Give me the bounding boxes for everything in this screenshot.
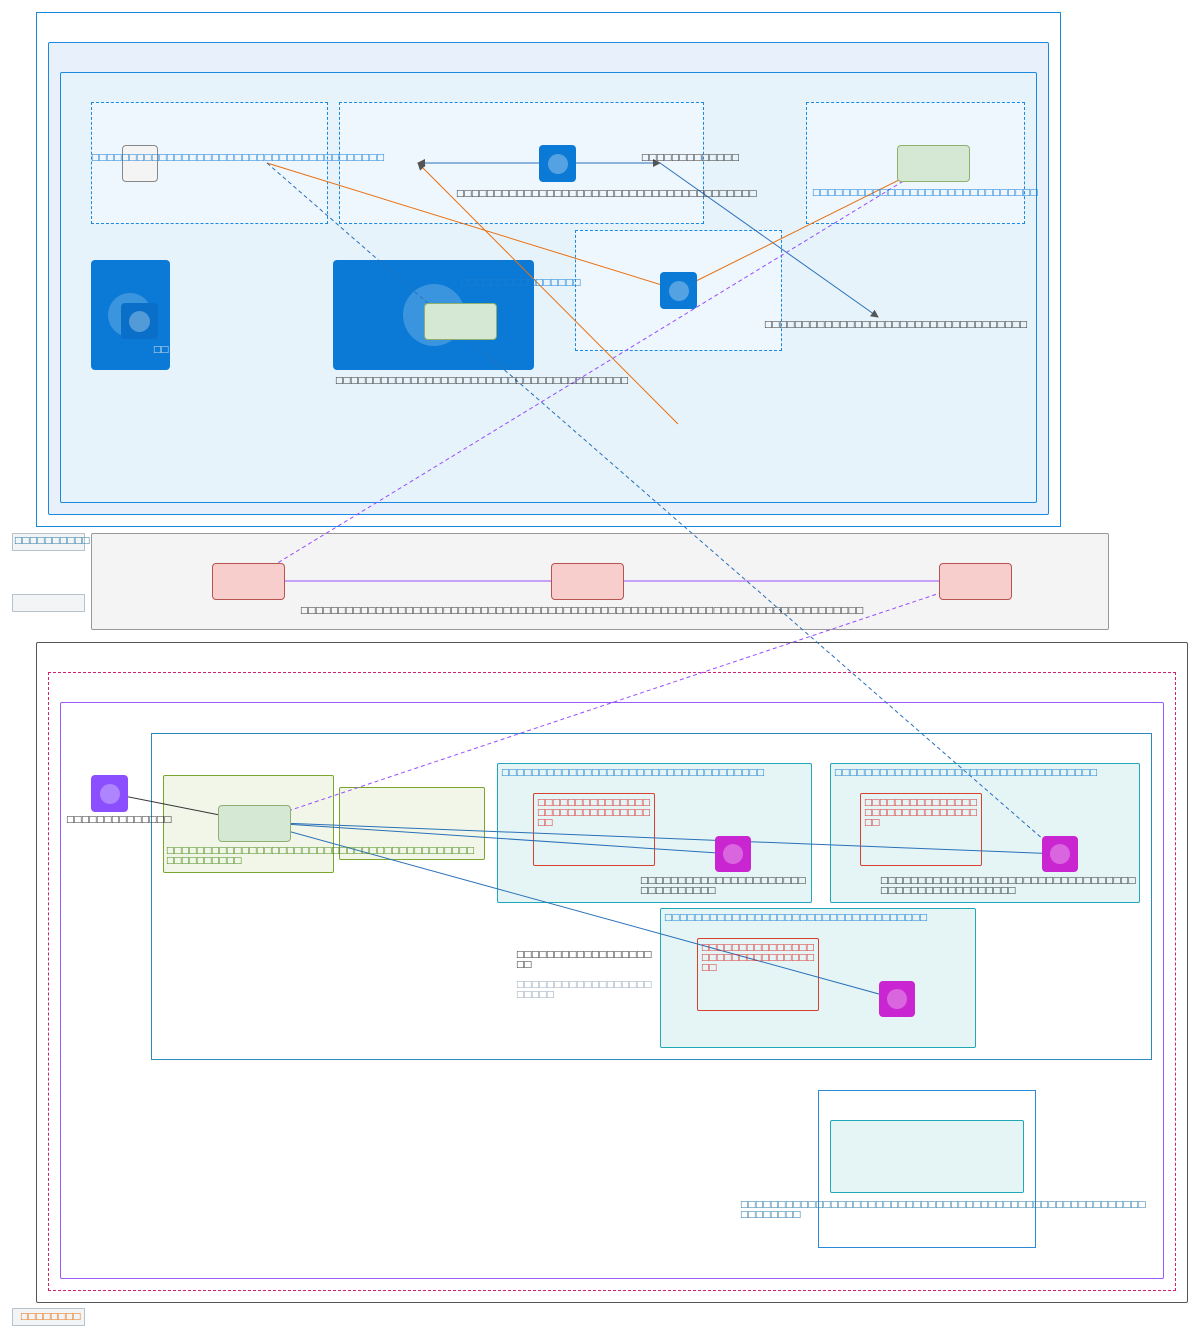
- edge: [417, 162, 679, 425]
- edge: [254, 821, 1061, 858]
- green-node[interactable]: [424, 303, 497, 340]
- legend-label: □□□□□□□□□□: [14, 536, 90, 546]
- node-sublabel: □□□□□□□□□□□□□□□□□□□□□□□: [516, 980, 652, 1000]
- node-label: □□□□□□□□□□□□□□□□□□□□□□□□□□□□□□□□: [640, 876, 806, 896]
- group-label: □□□□□□□□□□□□□□□□□□□□□□□□□□□□□□□□□□□: [834, 768, 1098, 778]
- red-box: [860, 793, 982, 866]
- edge: [677, 162, 934, 291]
- gray-node[interactable]: [122, 145, 158, 182]
- cyan-box: [830, 763, 1140, 903]
- edge: [247, 162, 934, 582]
- group-label: □□□□□□□□□□□□□□□□□□□□□□□□□□□□□□: [812, 188, 1038, 198]
- edge: [254, 821, 898, 1001]
- group-label: □□□□□□□□□□□□□□□□□□□□□□□□□□□□□□□□□□□□□□□□…: [740, 1200, 1146, 1220]
- group-left: [91, 102, 328, 224]
- node-label: □□□□□□□□□□□□□□: [66, 815, 172, 825]
- teal-container: [151, 733, 1152, 1060]
- legend-box: [12, 533, 85, 551]
- edge: [254, 821, 734, 858]
- magenta-service-icon[interactable]: [1042, 836, 1078, 872]
- node-label: □□□□□□□□□□□□□□□□□□□□□□□□□□□□□□□□□□□□□□□: [335, 376, 629, 386]
- group-label: □□□□□□□□□□□□□□□□: [460, 278, 581, 288]
- node-label: □□□□□□□□□□□□□□□□□□□□□□□□□□□□□□□□□□□□□□□□…: [880, 876, 1136, 896]
- blue-outline-box: [818, 1090, 1036, 1248]
- group-label: □□□□□□□□□□□□□□□□□□□□□□□□□□□□□□□□□□□□□□□: [91, 153, 385, 163]
- node-label: □□: [153, 345, 169, 355]
- cloud-container: [36, 12, 1061, 527]
- green-node[interactable]: [897, 145, 970, 182]
- group-label: □□□□□□□□□□□□□□□□□□□□□□□□□□□□□□□□□□□: [501, 768, 765, 778]
- node-label: □□□□□□□□□□□□□□□□□□□□□□□□□□□□□□□□□□□□□□□□: [456, 189, 757, 199]
- legend-label: □□□□□□□□: [20, 1312, 81, 1322]
- purple-service-icon[interactable]: [91, 775, 128, 812]
- edge: [659, 162, 879, 318]
- red-node[interactable]: [212, 563, 285, 600]
- group-label: □□□□□□□□□□□□□□□□□□□□□□□□□□□□□□□□□□□: [664, 913, 928, 923]
- edge-label: □□□□□□□□□□□□□□□□□□□□□□□□□□□□□□□□□□□□□□□□…: [300, 606, 864, 616]
- group-label: □□□□□□□□□□□□□□□□□□□□□□□□□□□□□□□□□□□□□□□□…: [166, 846, 475, 866]
- azure-service-icon[interactable]: [539, 145, 576, 182]
- node-label: □□□□□□□□□□□□□□□□□□□□: [516, 950, 652, 970]
- bottom-container: [36, 642, 1188, 1303]
- cyan-box: [830, 1120, 1024, 1193]
- group-label: □□□□□□□□□□□□□□□□□□□□□□□□□□□□□□□□: [537, 798, 651, 828]
- dashed-magenta-container: [48, 672, 1176, 1291]
- magenta-service-icon[interactable]: [715, 836, 751, 872]
- edge: [266, 162, 1061, 855]
- group-label: □□□□□□□□□□□□□□□□□□□□□□□□□□□□□□□□: [864, 798, 978, 828]
- olive-box: [339, 787, 485, 860]
- inner-square: [121, 303, 158, 339]
- magenta-service-icon[interactable]: [879, 981, 915, 1017]
- green-node[interactable]: [218, 805, 291, 842]
- red-box: [697, 938, 819, 1011]
- group-label: □□□□□□□□□□□□□□□□□□□□□□□□□□□□□□□□: [701, 943, 815, 973]
- node-label: □□□□□□□□□□□□□: [641, 153, 740, 163]
- red-box: [533, 793, 655, 866]
- inner-circle: [129, 311, 150, 332]
- node-label: □□□□□□□□□□□□□□□□□□□□□□□□□□□□□□□□□□□: [764, 320, 1028, 330]
- red-node[interactable]: [939, 563, 1012, 600]
- azure-service-icon[interactable]: [660, 272, 697, 309]
- purple-container: [60, 702, 1164, 1279]
- edge: [254, 579, 977, 823]
- legend-box: [12, 594, 85, 612]
- legend-box: [12, 1308, 85, 1326]
- red-node[interactable]: [551, 563, 624, 600]
- edge: [266, 162, 679, 292]
